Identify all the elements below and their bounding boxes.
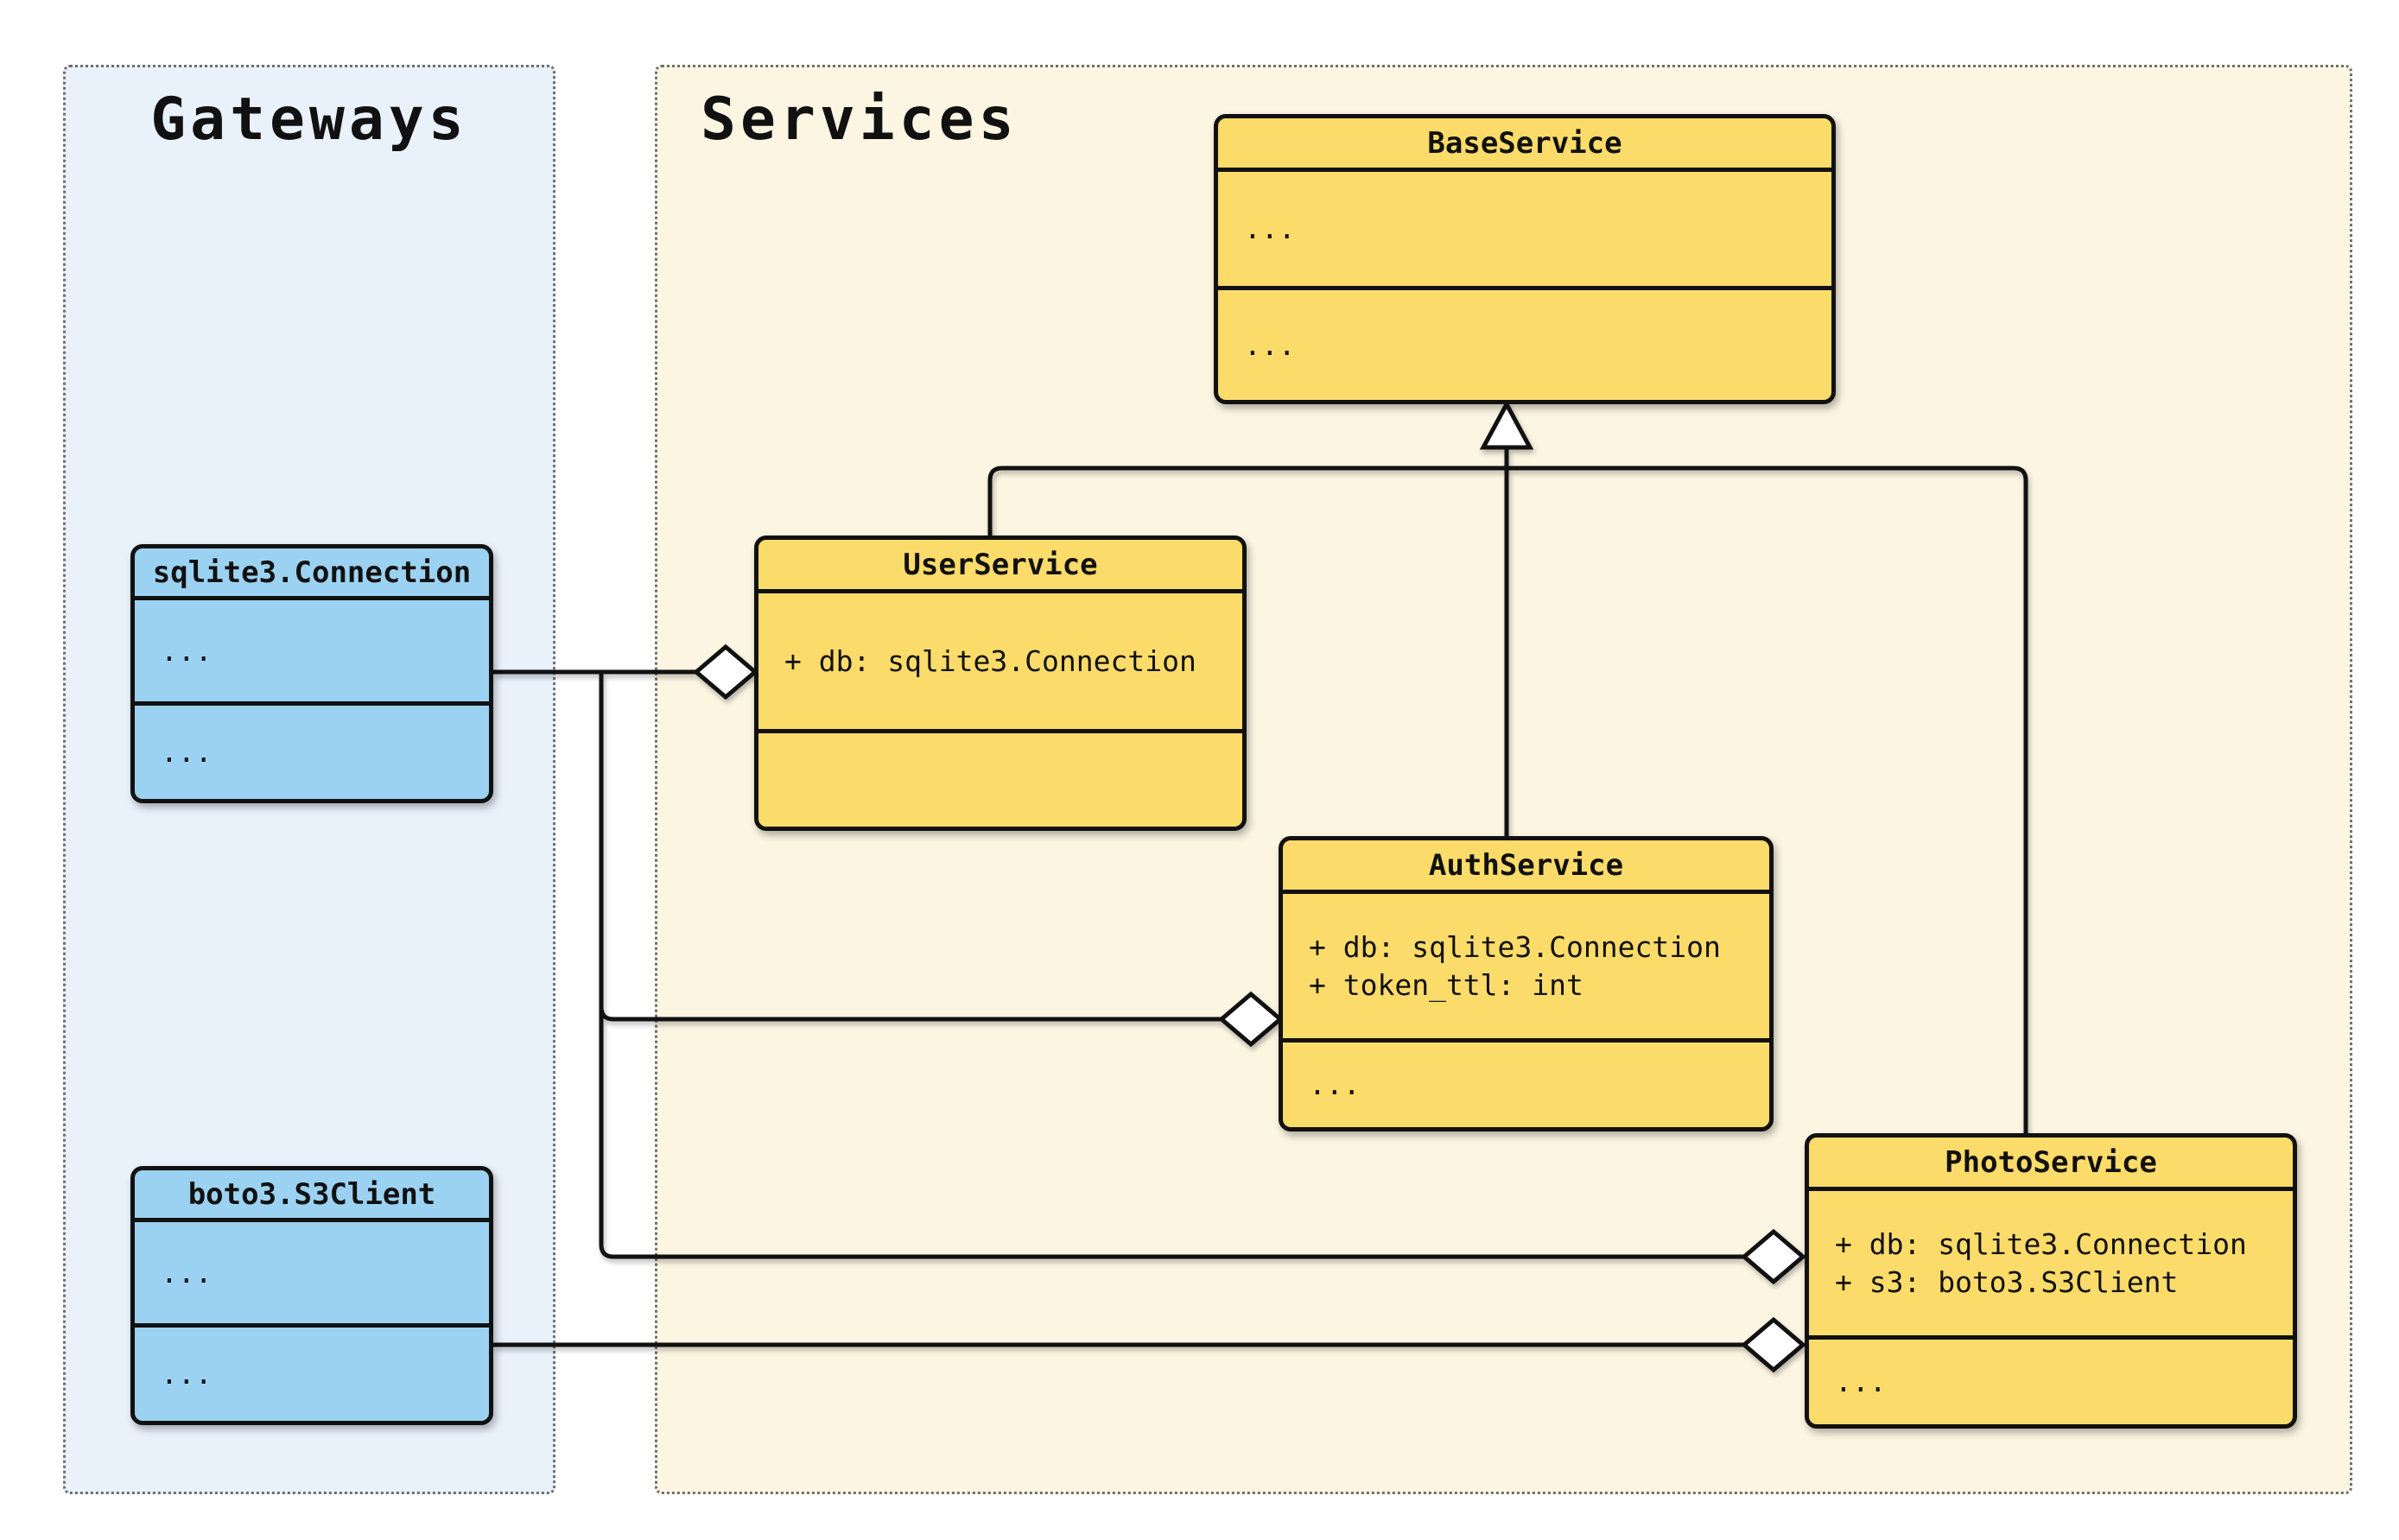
attributes-compartment: ... [1218,172,1831,290]
methods-compartment: ... [1283,1043,1769,1127]
class-box-auth-service: AuthService + db: sqlite3.Connection + t… [1279,836,1774,1131]
methods-compartment: ... [1809,1340,2293,1424]
methods-compartment: ... [135,706,489,799]
methods-compartment: ... [1218,290,1831,400]
class-name-sqlite3-connection: sqlite3.Connection [135,548,489,600]
attribute-line: + db: sqlite3.Connection [1835,1226,2247,1261]
services-panel-title: Services [701,86,1019,154]
method-line: ... [161,735,213,769]
methods-compartment [758,733,1242,827]
attribute-line: ... [161,1255,213,1290]
attributes-compartment: + db: sqlite3.Connection + s3: boto3.S3C… [1809,1191,2293,1340]
attribute-line: ... [161,633,213,668]
class-box-boto3-s3client: boto3.S3Client ... ... [130,1166,493,1425]
class-name-auth-service: AuthService [1283,840,1769,894]
attributes-compartment: + db: sqlite3.Connection + token_ttl: in… [1283,894,1769,1043]
method-line: ... [161,1357,213,1391]
gateways-panel-title: Gateways [150,86,468,154]
attributes-compartment: ... [135,1222,489,1328]
attribute-line: + token_ttl: int [1309,967,1583,1002]
method-line: ... [1835,1365,1887,1398]
class-name-boto3-s3client: boto3.S3Client [135,1170,489,1222]
class-name-base-service: BaseService [1218,118,1831,172]
method-line: ... [1244,327,1296,362]
class-box-photo-service: PhotoService + db: sqlite3.Connection + … [1805,1133,2297,1429]
class-box-user-service: UserService + db: sqlite3.Connection [754,536,1247,831]
attribute-line: + s3: boto3.S3Client [1835,1264,2179,1299]
attributes-compartment: + db: sqlite3.Connection [758,593,1242,733]
methods-compartment: ... [135,1328,489,1421]
class-box-base-service: BaseService ... ... [1214,114,1836,404]
class-box-sqlite3-connection: sqlite3.Connection ... ... [130,544,493,803]
attribute-line: ... [1244,212,1296,245]
attribute-line: + db: sqlite3.Connection [784,643,1196,678]
attributes-compartment: ... [135,600,489,706]
class-name-photo-service: PhotoService [1809,1138,2293,1191]
method-line: ... [1309,1068,1361,1101]
class-name-user-service: UserService [758,540,1242,593]
attribute-line: + db: sqlite3.Connection [1309,929,1721,964]
